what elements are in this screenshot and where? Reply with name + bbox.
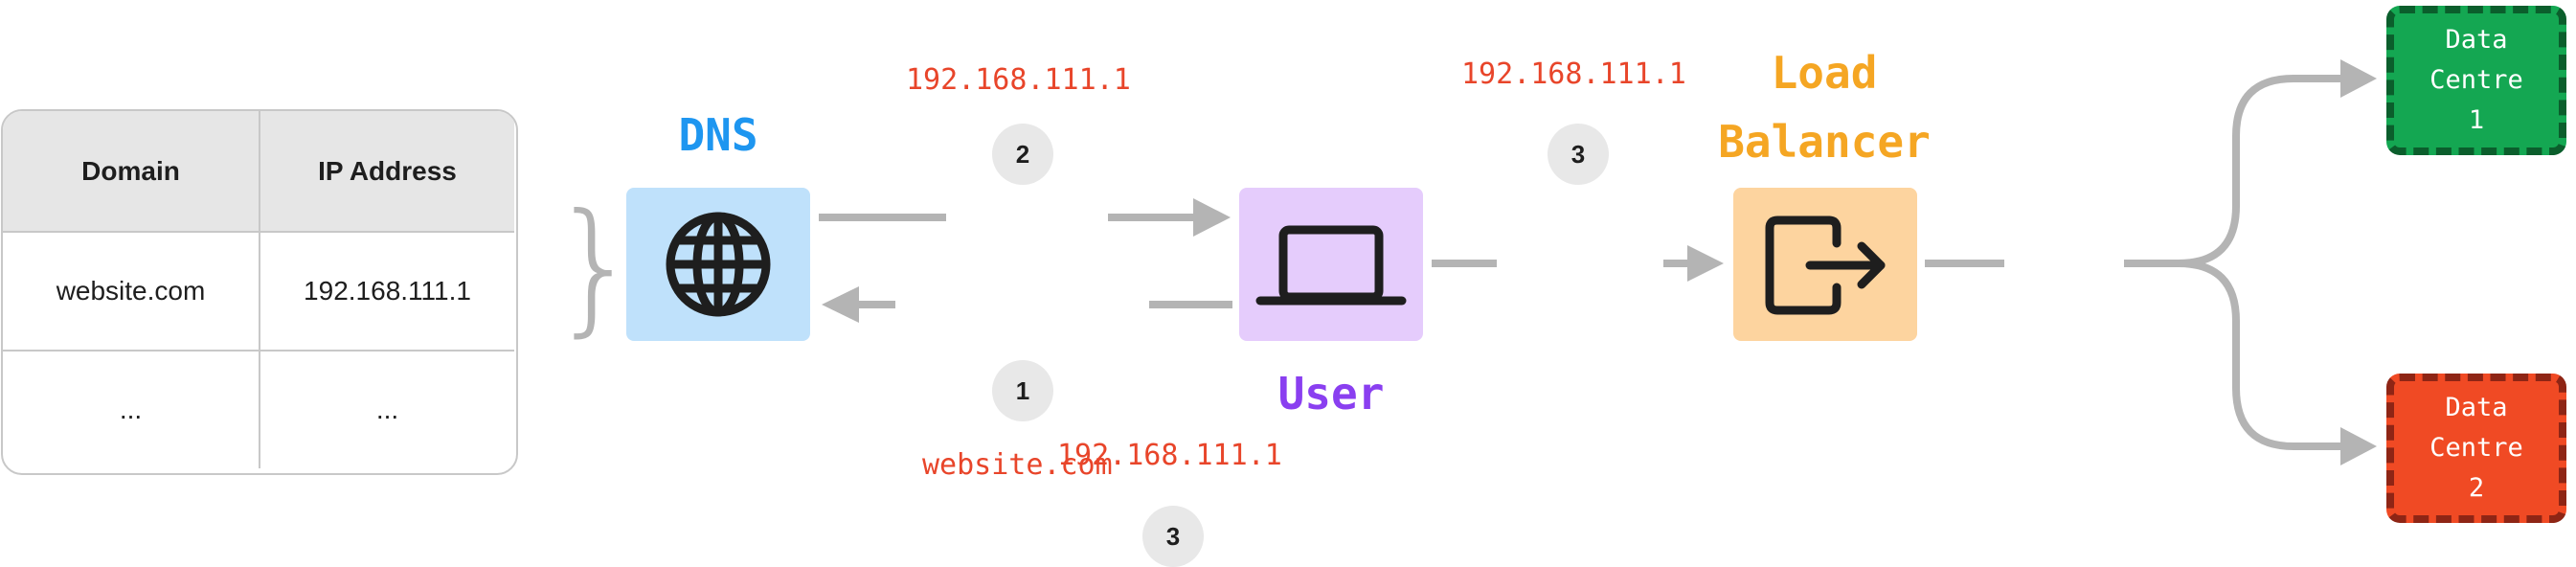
- table-cell-domain: website.com: [3, 231, 259, 350]
- table-header-domain: Domain: [3, 111, 259, 231]
- user-node: [1239, 188, 1423, 341]
- dns-lookup-table: Domain IP Address website.com 192.168.11…: [1, 109, 518, 475]
- arrowhead-to-dc2: [2340, 427, 2377, 465]
- ip-label-step3-top: 192.168.111.1: [1461, 57, 1686, 91]
- data-centre-2: Data Centre 2: [2386, 374, 2566, 523]
- table-cell-ip: 192.168.111.1: [259, 231, 514, 350]
- globe-icon: [666, 212, 771, 317]
- arrowhead-to-dns: [822, 286, 859, 323]
- laptop-icon: [1255, 225, 1407, 306]
- arrowhead-to-dc1: [2340, 59, 2377, 98]
- arrowhead-to-user: [1193, 198, 1231, 237]
- connector-split: [2124, 75, 2346, 267]
- step-badge: 1: [992, 360, 1053, 421]
- user-title: User: [1235, 368, 1427, 420]
- exit-arrow-icon: [1765, 215, 1886, 315]
- load-balancer-title: Load Balancer: [1685, 38, 1963, 176]
- load-balancer-label-line1: Load: [1771, 47, 1878, 99]
- dns-label: DNS: [678, 109, 758, 161]
- dns-title: DNS: [622, 109, 814, 161]
- ip-label-step3-bottom: 192.168.111.1: [1057, 439, 1282, 472]
- data-centre-1: Data Centre 1: [2386, 6, 2566, 155]
- user-label: User: [1277, 368, 1385, 420]
- load-balancer-label-line2: Balancer: [1718, 116, 1931, 168]
- arrowhead-to-lb: [1687, 245, 1724, 282]
- table-header-ip-address: IP Address: [259, 111, 514, 231]
- table-cell-domain-ellipsis: ...: [3, 350, 259, 468]
- connector-split-lower: [2178, 260, 2346, 450]
- curly-brace-icon: }: [550, 184, 642, 351]
- step-badge: 3: [1142, 506, 1204, 567]
- dns-node: [626, 188, 810, 341]
- table-cell-ip-ellipsis: ...: [259, 350, 514, 468]
- step-badge: 2: [992, 124, 1053, 185]
- ip-label-step2: 192.168.111.1: [906, 63, 1131, 97]
- step-badge: 3: [1548, 124, 1609, 185]
- load-balancer-node: [1733, 188, 1917, 341]
- domain-label-step1: website.com: [922, 448, 1113, 482]
